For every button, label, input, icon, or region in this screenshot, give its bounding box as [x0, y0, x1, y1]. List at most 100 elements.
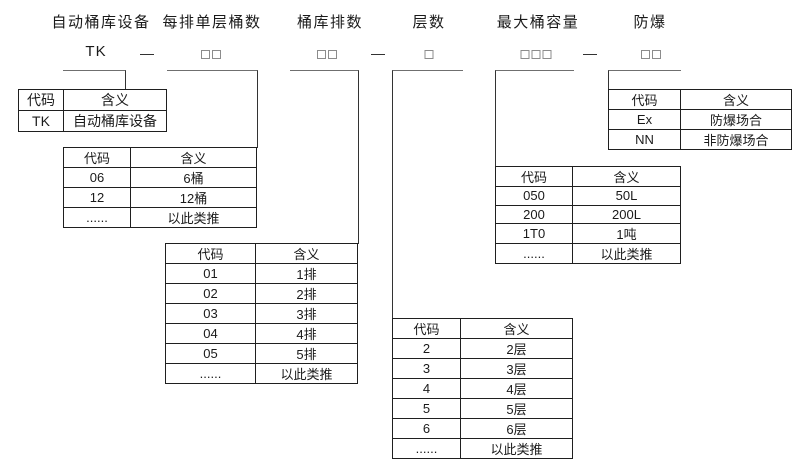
- field-label-layer-count: 层数: [412, 14, 446, 31]
- table-row: ......以此类推: [495, 243, 681, 264]
- code-cell: 5: [392, 398, 461, 419]
- meaning-cell: 3排: [255, 303, 358, 324]
- col-header-meaning: 含义: [63, 89, 167, 111]
- meaning-cell: 以此类推: [572, 243, 681, 264]
- placeholder-box-icon: [520, 50, 530, 59]
- connector-layer-count: [392, 70, 463, 319]
- placeholder-boxes-row-count: [317, 50, 337, 59]
- connector-row-count: [290, 70, 359, 244]
- col-header-meaning: 含义: [680, 89, 792, 110]
- meaning-cell: 以此类推: [130, 207, 257, 228]
- meaning-cell: 2排: [255, 283, 358, 304]
- code-cell: 06: [63, 167, 131, 188]
- connector-explosion-proof: [608, 70, 681, 90]
- placeholder-box-icon: [531, 50, 541, 59]
- code-cell: 050: [495, 186, 573, 206]
- meaning-cell: 非防爆场合: [680, 129, 792, 150]
- code-cell: NN: [608, 129, 681, 150]
- meaning-cell: 5排: [255, 343, 358, 364]
- col-header-meaning: 含义: [572, 166, 681, 187]
- meaning-cell: 50L: [572, 186, 681, 206]
- placeholder-box-icon: [317, 50, 326, 59]
- meaning-cell: 1排: [255, 263, 358, 284]
- code-cell: 03: [165, 303, 256, 324]
- col-header-meaning: 含义: [255, 243, 358, 264]
- meaning-cell: 自动桶库设备: [63, 110, 167, 132]
- placeholder-box-icon: [201, 50, 210, 59]
- meaning-cell: 6桶: [130, 167, 257, 188]
- code-cell: 04: [165, 323, 256, 344]
- col-header-code: 代码: [165, 243, 256, 264]
- col-header-code: 代码: [608, 89, 681, 110]
- meaning-cell: 4排: [255, 323, 358, 344]
- connector-capacity: [495, 70, 574, 167]
- placeholder-box-icon: [212, 50, 221, 59]
- code-cell: 01: [165, 263, 256, 284]
- table-header-row: 代码 含义: [392, 318, 573, 339]
- field-label-barrels-per-row: 每排单层桶数: [162, 14, 262, 31]
- connector-barrels-per-row: [167, 70, 258, 148]
- code-cell: ......: [165, 363, 256, 384]
- placeholder-boxes-capacity: [520, 50, 552, 59]
- meaning-cell: 200L: [572, 204, 681, 224]
- table-header-row: 代码 含义: [18, 89, 167, 111]
- code-cell: 02: [165, 283, 256, 304]
- dash-separator: —: [371, 45, 385, 61]
- col-header-meaning: 含义: [460, 318, 573, 339]
- table-header-row: 代码 含义: [608, 89, 792, 110]
- col-header-code: 代码: [495, 166, 573, 187]
- code-cell: 6: [392, 418, 461, 439]
- code-cell: 2: [392, 338, 461, 359]
- code-cell: ......: [392, 438, 461, 459]
- placeholder-box-icon: [652, 50, 661, 59]
- field-label-row-count: 桶库排数: [296, 14, 364, 31]
- col-header-code: 代码: [18, 89, 64, 111]
- meaning-cell: 以此类推: [255, 363, 358, 384]
- meaning-cell: 5层: [460, 398, 573, 419]
- meaning-cell: 12桶: [130, 187, 257, 208]
- code-cell: Ex: [608, 109, 681, 130]
- placeholder-box-icon: [424, 50, 434, 59]
- dash-separator: —: [140, 45, 154, 61]
- placeholder-boxes-barrels-per-row: [201, 50, 221, 59]
- code-cell: ......: [63, 207, 131, 228]
- code-cell: 12: [63, 187, 131, 208]
- meaning-cell: 6层: [460, 418, 573, 439]
- meaning-cell: 以此类推: [460, 438, 573, 459]
- code-cell: ......: [495, 243, 573, 264]
- code-cell: 1T0: [495, 223, 573, 244]
- field-label-explosion-proof: 防爆: [633, 14, 667, 31]
- table-row: ......以此类推: [63, 207, 257, 228]
- placeholder-box-icon: [641, 50, 650, 59]
- field-label-capacity: 最大桶容量: [496, 14, 580, 31]
- col-header-meaning: 含义: [130, 147, 257, 168]
- placeholder-boxes-layer-count: [424, 50, 434, 59]
- table-header-row: 代码 含义: [63, 147, 257, 168]
- table-row: ......以此类推: [392, 438, 573, 459]
- field-label-device: 自动桶库设备: [51, 14, 151, 31]
- table-header-row: 代码 含义: [495, 166, 681, 187]
- code-cell: TK: [18, 110, 64, 132]
- placeholder-boxes-explosion-proof: [641, 50, 661, 59]
- meaning-cell: 3层: [460, 358, 573, 379]
- meaning-cell: 4层: [460, 378, 573, 399]
